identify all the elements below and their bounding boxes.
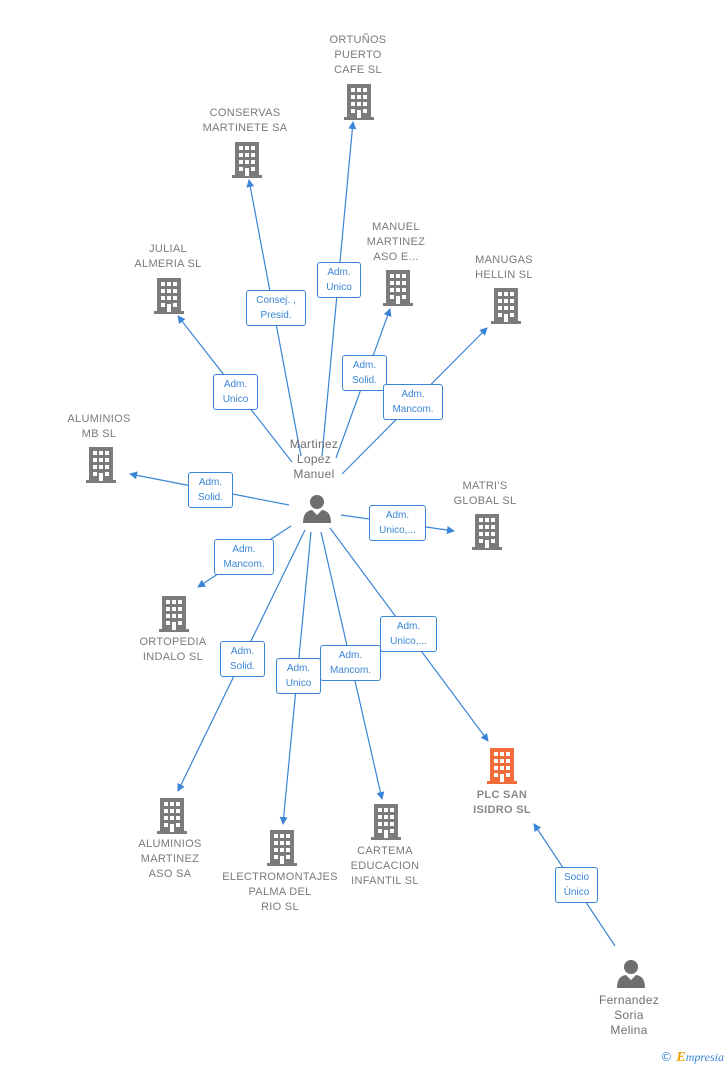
building-icon[interactable] bbox=[491, 288, 521, 324]
building-icon[interactable] bbox=[344, 84, 374, 120]
company-manugas[interactable]: MANUGAS HELLIN SL bbox=[464, 253, 544, 283]
building-icon[interactable] bbox=[159, 596, 189, 632]
person-label: Fernandez Soria Melina bbox=[598, 993, 660, 1037]
relation-label-aluminios-martinez[interactable]: Adm. Solid. bbox=[220, 641, 265, 677]
company-matris[interactable]: MATRI'S GLOBAL SL bbox=[445, 479, 525, 509]
building-icon[interactable] bbox=[371, 804, 401, 840]
relation-label-socio[interactable]: Socio Único bbox=[555, 867, 598, 903]
company-label: JULIAL ALMERIA SL bbox=[134, 243, 202, 270]
relation-label-cartema[interactable]: Adm. Mancom. bbox=[320, 645, 381, 681]
company-julial[interactable]: JULIAL ALMERIA SL bbox=[123, 242, 213, 272]
company-label: MANUGAS HELLIN SL bbox=[475, 254, 533, 281]
copyright-icon: © bbox=[660, 1050, 673, 1064]
building-icon[interactable] bbox=[232, 142, 262, 178]
relation-label-matris[interactable]: Adm. Unico,... bbox=[369, 505, 426, 541]
company-label: ALUMINIOS MARTINEZ ASO SA bbox=[138, 838, 202, 880]
company-aluminios-mb[interactable]: ALUMINIOS MB SL bbox=[59, 412, 139, 442]
relation-label-conservas[interactable]: Consej. , Presid. bbox=[246, 290, 306, 326]
person-main[interactable]: Martinez Lopez Manuel bbox=[274, 437, 354, 482]
company-label: ELECTROMONTAJES PALMA DEL RIO SL bbox=[222, 871, 338, 913]
relation-label-manuel[interactable]: Adm. Solid. bbox=[342, 355, 387, 391]
company-electromontajes[interactable]: ELECTROMONTAJES PALMA DEL RIO SL bbox=[215, 870, 345, 915]
company-label: CARTEMA EDUCACION INFANTIL SL bbox=[350, 845, 420, 887]
company-label: MANUEL MARTINEZ ASO E... bbox=[366, 221, 426, 263]
brand-name: mpresia bbox=[685, 1050, 724, 1064]
building-icon[interactable] bbox=[472, 514, 502, 550]
relation-label-ortopedia[interactable]: Adm. Mancom. bbox=[214, 539, 274, 575]
relation-label-aluminios-mb[interactable]: Adm. Solid. bbox=[188, 472, 233, 508]
relation-label-plc[interactable]: Adm. Unico,... bbox=[380, 616, 437, 652]
person-label: Martinez Lopez Manuel bbox=[289, 437, 339, 481]
company-manuel[interactable]: MANUEL MARTINEZ ASO E... bbox=[356, 220, 436, 265]
relation-label-manugas[interactable]: Adm. Mancom. bbox=[383, 384, 443, 420]
building-icon[interactable] bbox=[383, 270, 413, 306]
company-label: PLC SAN ISIDRO SL bbox=[473, 789, 531, 816]
brand-initial: E bbox=[676, 1050, 686, 1065]
company-label: ORTUÑOS PUERTO CAFE SL bbox=[329, 34, 387, 76]
company-cartema[interactable]: CARTEMA EDUCACION INFANTIL SL bbox=[337, 844, 433, 889]
company-ortopedia[interactable]: ORTOPEDIA INDALO SL bbox=[127, 635, 219, 665]
company-aluminios-martinez[interactable]: ALUMINIOS MARTINEZ ASO SA bbox=[127, 837, 213, 882]
relation-label-julial[interactable]: Adm. Unico bbox=[213, 374, 258, 410]
company-conservas[interactable]: CONSERVAS MARTINETE SA bbox=[195, 106, 295, 136]
building-icon[interactable] bbox=[86, 447, 116, 483]
company-plc-san-isidro[interactable]: PLC SAN ISIDRO SL bbox=[458, 788, 546, 818]
building-icon-highlighted[interactable] bbox=[487, 748, 517, 784]
company-ortunos[interactable]: ORTUÑOS PUERTO CAFE SL bbox=[318, 33, 398, 78]
company-label: MATRI'S GLOBAL SL bbox=[453, 480, 517, 507]
company-label: ORTOPEDIA INDALO SL bbox=[139, 636, 207, 663]
person-icon[interactable] bbox=[616, 958, 646, 988]
company-label: ALUMINIOS MB SL bbox=[67, 413, 131, 440]
relation-label-ortunos[interactable]: Adm. Unico bbox=[317, 262, 361, 298]
building-icon[interactable] bbox=[154, 278, 184, 314]
company-label: CONSERVAS MARTINETE SA bbox=[202, 107, 288, 134]
person-icon[interactable] bbox=[302, 493, 332, 523]
person-other[interactable]: Fernandez Soria Melina bbox=[589, 993, 669, 1038]
brand-footer[interactable]: ©Empresia bbox=[660, 1050, 724, 1066]
relation-label-electromontajes[interactable]: Adm. Unico bbox=[276, 658, 321, 694]
building-icon[interactable] bbox=[157, 798, 187, 834]
building-icon[interactable] bbox=[267, 830, 297, 866]
